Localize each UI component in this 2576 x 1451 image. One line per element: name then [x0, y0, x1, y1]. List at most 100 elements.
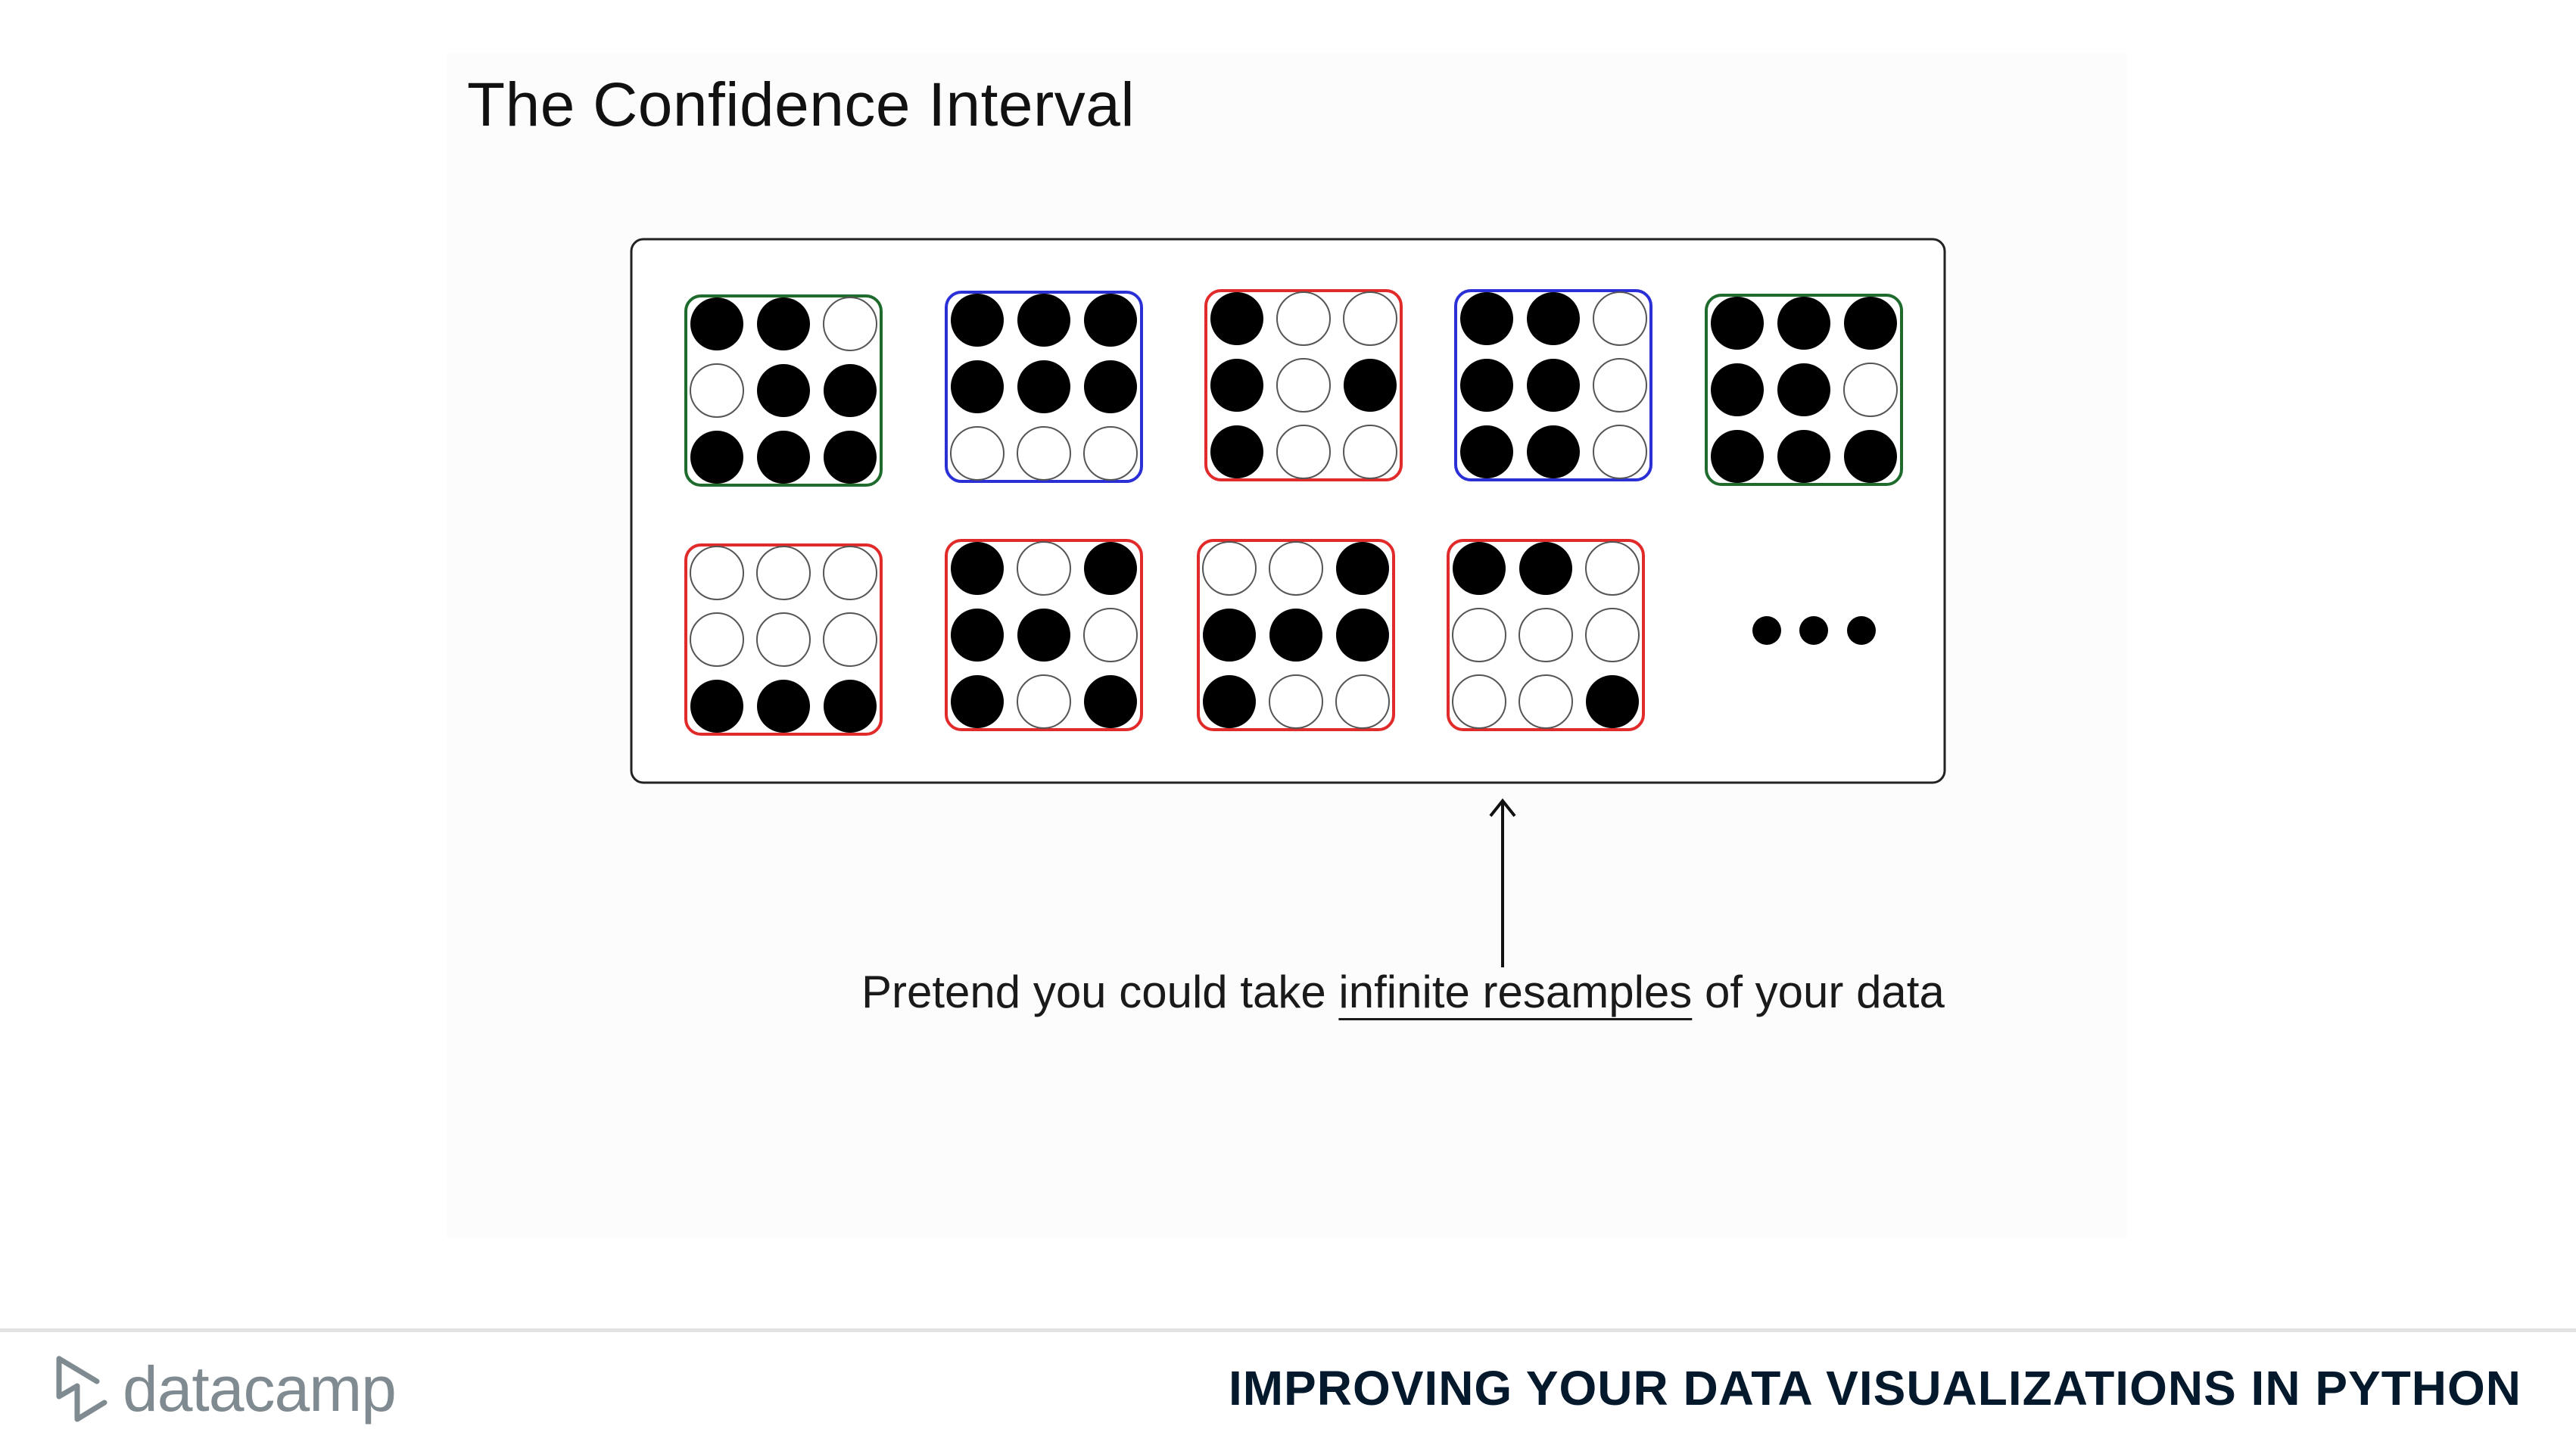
sample-dot-empty [1017, 674, 1071, 729]
sample-dot-empty [1452, 608, 1506, 662]
sample-dot-empty [1593, 425, 1647, 479]
resample-grid [684, 289, 1903, 736]
sample-dot-empty [1269, 541, 1323, 596]
sample-dot-filled [1210, 292, 1263, 345]
sample-dot-filled [1344, 359, 1397, 412]
resample-box [945, 539, 1143, 731]
resample-box [945, 291, 1143, 483]
sample-dot-filled [1203, 675, 1256, 728]
sample-dot-empty [1335, 674, 1390, 729]
datacamp-logo-icon [56, 1356, 107, 1422]
sample-dot-empty [1276, 291, 1331, 346]
sample-dot-filled [757, 364, 810, 417]
sample-dot-filled [1084, 360, 1137, 413]
sample-dot-filled [1711, 363, 1764, 416]
resample-box [1197, 539, 1395, 731]
sample-dot-empty [1269, 674, 1323, 729]
sample-dot-filled [1777, 363, 1830, 416]
slide-title: The Confidence Interval [467, 70, 1135, 139]
sample-dot-empty [690, 612, 744, 667]
caption-text-after: of your data [1692, 967, 1945, 1017]
sample-dot-empty [1343, 291, 1397, 346]
sample-dot-filled [1084, 294, 1137, 347]
sample-dot-filled [1527, 425, 1580, 478]
sample-dot-filled [1084, 542, 1137, 595]
sample-dot-filled [690, 297, 743, 350]
sample-dot-empty [823, 546, 877, 600]
sample-dot-filled [824, 431, 877, 484]
sample-dot-filled [690, 680, 743, 733]
sample-dot-filled [1777, 297, 1830, 350]
sample-dot-filled [1269, 609, 1322, 662]
sample-dot-empty [690, 363, 744, 418]
sample-dot-empty [823, 612, 877, 667]
sample-dot-empty [1585, 608, 1640, 662]
sample-dot-empty [1452, 674, 1506, 729]
sample-dot-filled [1711, 297, 1764, 350]
sample-dot-filled [1519, 542, 1572, 595]
sample-dot-filled [1203, 609, 1256, 662]
caption-text-before: Pretend you could take [861, 967, 1339, 1017]
sample-dot-empty [1276, 358, 1331, 413]
sample-dot-filled [1711, 430, 1764, 483]
resample-box [1204, 289, 1403, 481]
sample-dot-empty [756, 612, 811, 667]
datacamp-wordmark: datacamp [123, 1353, 397, 1425]
sample-dot-filled [1777, 430, 1830, 483]
sample-dot-empty [756, 546, 811, 600]
sample-dot-empty [1017, 426, 1071, 481]
sample-dot-filled [757, 297, 810, 350]
sample-dot-empty [1343, 425, 1397, 479]
sample-dot-empty [1083, 426, 1138, 481]
sample-dot-filled [757, 431, 810, 484]
sample-dot-filled [1017, 360, 1070, 413]
sample-dot-filled [1460, 292, 1513, 345]
caption: Pretend you could take infinite resample… [861, 966, 1945, 1018]
sample-dot-filled [1460, 425, 1513, 478]
sample-dot-empty [950, 426, 1005, 481]
resample-box [1454, 289, 1652, 481]
sample-dot-empty [1593, 358, 1647, 413]
ellipsis-dot [1799, 616, 1828, 645]
sample-dot-filled [1336, 609, 1389, 662]
pointer-arrow [1489, 798, 1516, 967]
resample-box [684, 294, 883, 487]
sample-dot-filled [1586, 675, 1639, 728]
sample-dot-filled [1460, 359, 1513, 412]
ellipsis-dot [1847, 616, 1876, 645]
sample-dot-filled [824, 364, 877, 417]
ellipsis-dot [1752, 616, 1781, 645]
resample-box [1705, 294, 1903, 486]
sample-dot-filled [951, 294, 1004, 347]
sample-dot-filled [690, 431, 743, 484]
sample-dot-empty [1202, 541, 1257, 596]
sample-dot-filled [951, 609, 1004, 662]
sample-dot-empty [1276, 425, 1331, 479]
sample-dot-filled [1210, 425, 1263, 478]
resample-box [1447, 539, 1645, 731]
sample-dot-filled [951, 675, 1004, 728]
sample-dot-filled [1017, 294, 1070, 347]
sample-dot-empty [1593, 291, 1647, 346]
sample-dot-filled [1453, 542, 1506, 595]
sample-dot-empty [823, 297, 877, 351]
footer-divider [0, 1328, 2576, 1332]
ellipsis-dots [1752, 616, 1876, 645]
sample-dot-empty [1017, 541, 1071, 596]
sample-dot-filled [1527, 359, 1580, 412]
sample-dot-filled [1336, 542, 1389, 595]
resample-box [684, 543, 883, 736]
course-title: IMPROVING YOUR DATA VISUALIZATIONS IN PY… [1228, 1361, 2521, 1415]
sample-dot-empty [1519, 674, 1573, 729]
sample-dot-empty [1843, 363, 1898, 417]
datacamp-logo[interactable]: datacamp [51, 1347, 397, 1431]
sample-dot-filled [951, 360, 1004, 413]
sample-dot-empty [690, 546, 744, 600]
sample-dot-filled [757, 680, 810, 733]
sample-dot-filled [824, 680, 877, 733]
sample-dot-empty [1585, 541, 1640, 596]
sample-dot-filled [951, 542, 1004, 595]
sample-dot-filled [1084, 675, 1137, 728]
sample-dot-filled [1844, 297, 1897, 350]
sample-dot-empty [1083, 608, 1138, 662]
